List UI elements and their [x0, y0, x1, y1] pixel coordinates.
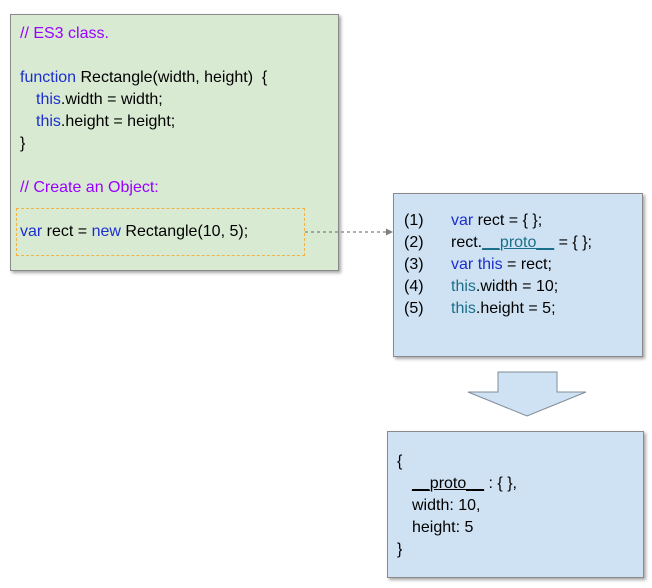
step-1-text: rect = { };: [473, 212, 543, 229]
result-height-line: height: 5: [412, 519, 474, 536]
rectangle-call-text: Rectangle(10, 5);: [120, 223, 249, 240]
this-keyword: this: [36, 113, 61, 130]
new-keyword: new: [91, 223, 121, 240]
assign-width-text: .width = width;: [60, 91, 163, 108]
dashed-arrow-right-icon: [305, 228, 393, 236]
step-3-number: (3): [404, 256, 424, 273]
this-keyword: this: [36, 91, 61, 108]
steps-box: [393, 193, 643, 357]
step-4-number: (4): [404, 278, 424, 295]
proto-property: __proto__: [482, 234, 555, 251]
step-4-text: .width = 10;: [475, 278, 559, 295]
assign-width-line: this.width = width;: [36, 89, 163, 111]
var-keyword: var: [451, 212, 474, 229]
step-5-text: .height = 5;: [475, 300, 556, 317]
this-keyword: this: [451, 278, 476, 295]
step-3-text: = rect;: [502, 256, 552, 273]
result-open-brace: {: [397, 453, 403, 470]
step-2-number: (2): [404, 234, 424, 251]
code-box: [10, 14, 339, 271]
rect-assign-text: rect =: [42, 223, 92, 240]
this-keyword: this: [477, 256, 503, 273]
step-2-code: rect.__proto__ = { };: [451, 232, 592, 254]
highlighted-statement-box: [16, 208, 305, 256]
step-4-code: this.width = 10;: [451, 276, 558, 298]
result-width-line: width: 10,: [412, 497, 481, 514]
result-proto-key: __proto__: [412, 475, 485, 492]
step-1-code: var rect = { };: [451, 210, 542, 232]
step-2-prefix: rect.: [451, 234, 483, 251]
step-3-code: var this = rect;: [451, 254, 552, 276]
result-close-brace: }: [397, 541, 403, 558]
assign-height-line: this.height = height;: [36, 111, 175, 133]
this-keyword: this: [451, 300, 476, 317]
function-keyword: function: [20, 69, 77, 86]
var-keyword: var: [20, 223, 43, 240]
var-keyword: var: [451, 256, 474, 273]
function-signature: Rectangle(width, height) {: [76, 69, 268, 86]
result-proto-value: : { },: [484, 475, 517, 492]
step-5-code: this.height = 5;: [451, 298, 556, 320]
class-comment: // ES3 class.: [20, 25, 109, 42]
step-5-number: (5): [404, 300, 424, 317]
result-proto-line: __proto__ : { },: [412, 473, 517, 495]
new-rectangle-statement: var rect = new Rectangle(10, 5);: [20, 221, 248, 243]
create-object-comment: // Create an Object:: [20, 179, 159, 196]
function-declaration: function Rectangle(width, height) {: [20, 67, 267, 89]
assign-height-text: .height = height;: [60, 113, 176, 130]
step-1-number: (1): [404, 212, 424, 229]
down-arrow-icon: [467, 371, 587, 417]
result-object-box: [387, 431, 644, 578]
step-2-suffix: = { };: [554, 234, 592, 251]
closing-brace: }: [20, 135, 26, 152]
